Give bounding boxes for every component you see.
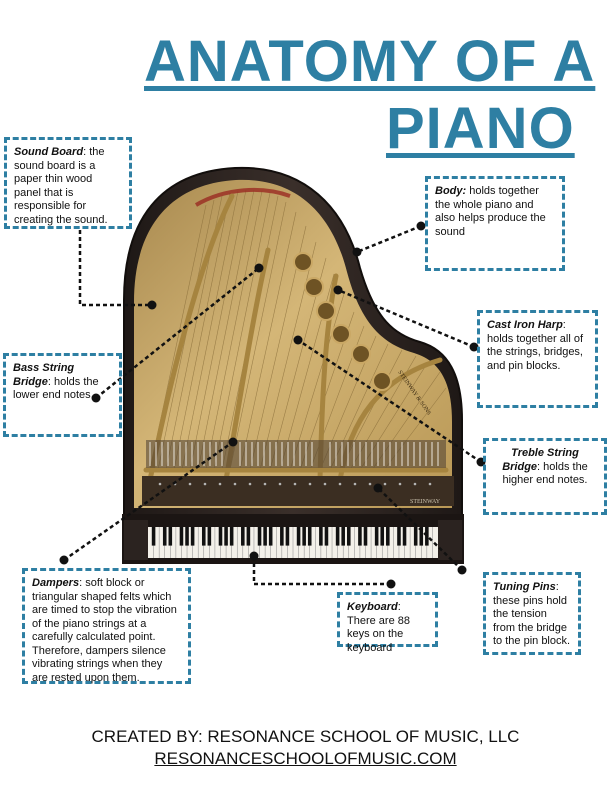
black-key <box>190 527 195 546</box>
label-text: holds together the whole piano and also … <box>435 185 546 238</box>
label-text: There are 88 keys on the keyboard <box>347 614 410 654</box>
label-text: these pins hold the tension from the bri… <box>493 594 571 648</box>
black-key <box>363 527 368 546</box>
label-name: Body: <box>435 185 467 197</box>
black-key <box>179 527 184 546</box>
black-key <box>425 527 429 546</box>
black-key <box>201 527 206 546</box>
key-cheek-right <box>438 520 462 560</box>
label-name: Sound Board <box>14 146 84 158</box>
black-key <box>280 527 284 546</box>
black-key <box>358 527 362 546</box>
black-key <box>218 527 223 546</box>
label-bass-string-bridge: Bass String Bridge: holds the lower end … <box>3 353 122 437</box>
label-sep: : <box>47 375 54 388</box>
black-key <box>168 527 173 546</box>
black-key <box>402 527 407 546</box>
black-key <box>296 527 301 546</box>
sound-board-area <box>134 179 452 508</box>
label-text: the sound board is a paper thin wood pan… <box>14 146 108 226</box>
black-key <box>268 527 273 546</box>
title-line-2: PIANO <box>386 96 575 161</box>
label-tuning-pins: Tuning Pins: these pins hold the tension… <box>483 572 581 655</box>
black-key <box>224 527 228 546</box>
black-key <box>246 527 251 546</box>
black-key <box>346 527 351 546</box>
black-key <box>162 527 167 546</box>
label-name: Keyboard <box>347 601 398 613</box>
black-key <box>380 527 385 546</box>
label-dampers: Dampers: soft block or triangular shaped… <box>22 568 191 684</box>
black-key <box>397 527 401 546</box>
label-name: Bass String Bridge <box>13 362 75 388</box>
black-key <box>413 527 418 546</box>
label-name: Tuning Pins <box>493 581 556 593</box>
black-key <box>419 527 424 546</box>
label-sep: : <box>397 601 401 613</box>
black-key <box>307 527 312 546</box>
label-sep: : <box>537 460 544 473</box>
leader-lines <box>63 224 482 586</box>
black-key <box>207 527 212 546</box>
label-text: holds the higher end notes. <box>502 460 588 487</box>
leader-dots <box>59 221 486 589</box>
black-key <box>335 527 340 546</box>
label-keyboard: Keyboard: There are 88 keys on the keybo… <box>337 592 438 654</box>
website-link[interactable]: RESONANCESCHOOLOFMUSIC.COM <box>154 749 457 768</box>
title-line-1: ANATOMY OF A <box>144 29 596 94</box>
black-key <box>386 527 390 546</box>
label-text: soft block or triangular shaped felts wh… <box>32 577 177 684</box>
black-key <box>341 527 345 546</box>
credits-line: CREATED BY: RESONANCE SCHOOL OF MUSIC, L… <box>91 727 520 746</box>
label-name: Treble String Bridge <box>502 447 579 473</box>
label-name: Dampers <box>32 577 80 589</box>
label-sep: : <box>79 577 86 589</box>
string-felt <box>194 187 291 207</box>
black-key <box>374 527 379 546</box>
black-key <box>185 527 189 546</box>
label-body: Body: holds together the whole piano and… <box>425 176 565 271</box>
black-key <box>285 527 290 546</box>
tuning-pins-row <box>158 482 432 486</box>
label-cast-iron-harp: Cast Iron Harp: holds together all of th… <box>477 310 598 408</box>
black-key <box>241 527 245 546</box>
dampers-row <box>146 440 446 468</box>
fallboard-brand: STEINWAY <box>410 499 441 505</box>
keyboard-keys <box>148 527 438 558</box>
label-name: Cast Iron Harp <box>487 319 563 331</box>
black-key <box>319 527 323 546</box>
black-key <box>151 527 156 546</box>
harp-holes <box>293 252 392 391</box>
label-sep: : <box>555 581 559 593</box>
label-sep: : <box>83 146 90 158</box>
key-cheek-left <box>124 520 148 560</box>
label-sep: : <box>562 319 566 331</box>
label-text: holds together all of the strings, bridg… <box>487 332 584 372</box>
pin-block <box>142 476 454 506</box>
black-key <box>324 527 329 546</box>
black-key <box>302 527 306 546</box>
black-key <box>229 527 234 546</box>
label-sound-board: Sound Board: the sound board is a paper … <box>4 137 132 229</box>
black-key <box>257 527 262 546</box>
black-key <box>263 527 267 546</box>
label-treble-string-bridge: Treble String Bridge: holds the higher e… <box>483 438 607 515</box>
label-text: holds the lower end notes <box>13 375 99 402</box>
